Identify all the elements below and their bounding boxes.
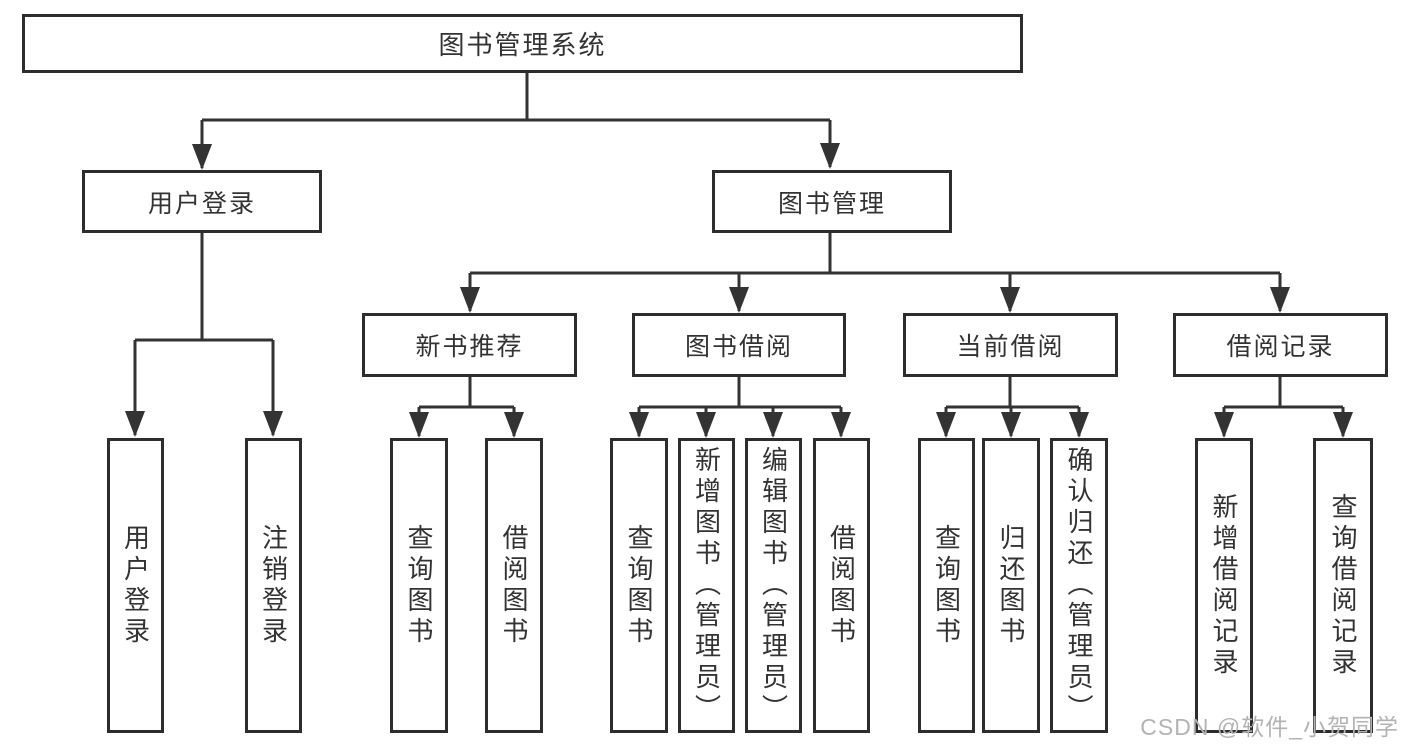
node-root-book-management-system: 图书管理系统: [22, 14, 1023, 73]
arrow-down-icon: [1333, 412, 1353, 438]
arrow-down-icon: [1069, 412, 1089, 438]
arrow-down-icon: [831, 412, 851, 438]
leaf-query-books-borrow: 查询图书: [610, 438, 668, 733]
node-label: 编辑图书（管理员）: [758, 446, 789, 725]
leaf-borrow-books: 借阅图书: [813, 438, 870, 733]
arrow-down-icon: [409, 412, 429, 438]
node-label: 用户登录: [147, 189, 256, 218]
arrow-down-icon: [125, 411, 145, 437]
node-label: 图书管理: [777, 189, 886, 218]
node-borrow-records: 借阅记录: [1173, 313, 1388, 377]
leaf-confirm-return-admin: 确认归还（管理员）: [1050, 438, 1108, 733]
leaf-edit-books-admin: 编辑图书（管理员）: [745, 438, 802, 733]
node-book-borrow: 图书借阅: [632, 313, 846, 377]
node-label: 新书推荐: [415, 333, 524, 361]
node-label: 确认归还（管理员）: [1064, 446, 1094, 725]
leaf-return-books: 归还图书: [982, 438, 1040, 733]
arrow-down-icon: [729, 287, 749, 313]
node-label: 当前借阅: [956, 333, 1065, 361]
node-label: 用户登录: [120, 523, 151, 648]
node-label: 注销登录: [258, 523, 289, 648]
connector-book-borrow-to-leaves: [629, 377, 851, 438]
connector-user-login-to-leaves: [125, 233, 283, 437]
connector-new-book-recommend-to-leaves: [409, 377, 524, 438]
connector-book-management-to-level3: [460, 233, 1290, 313]
arrow-down-icon: [763, 412, 783, 438]
arrow-down-icon: [192, 144, 212, 170]
leaf-query-books-recommend: 查询图书: [390, 438, 448, 733]
arrow-down-icon: [263, 411, 283, 437]
arrow-down-icon: [460, 287, 480, 313]
leaf-borrow-books-recommend: 借阅图书: [485, 438, 543, 733]
node-label: 图书借阅: [684, 333, 793, 361]
node-label: 查询借阅记录: [1328, 492, 1358, 679]
node-label: 图书管理系统: [438, 30, 607, 60]
csdn-watermark: CSDN @软件_小贺同学: [1140, 714, 1399, 740]
leaf-logout: 注销登录: [245, 438, 302, 733]
leaf-query-books-current: 查询图书: [918, 438, 975, 733]
arrow-down-icon: [629, 412, 649, 438]
arrow-down-icon: [820, 143, 840, 169]
arrow-down-icon: [1214, 412, 1234, 438]
arrow-down-icon: [1270, 287, 1290, 313]
node-user-login: 用户登录: [82, 170, 322, 233]
arrow-down-icon: [504, 412, 524, 438]
connector-root-to-level2: [192, 73, 840, 170]
leaf-user-login: 用户登录: [107, 438, 164, 733]
node-new-book-recommend: 新书推荐: [362, 313, 577, 377]
node-label: 查询图书: [931, 523, 962, 648]
node-label: 借阅图书: [499, 523, 529, 648]
node-label: 查询图书: [404, 523, 434, 648]
leaf-add-borrow-record: 新增借阅记录: [1195, 438, 1253, 733]
leaf-add-books-admin: 新增图书（管理员）: [678, 438, 735, 733]
connector-borrow-records-to-leaves: [1214, 377, 1353, 438]
node-label: 归还图书: [996, 523, 1026, 648]
arrow-down-icon: [696, 412, 716, 438]
node-label: 借阅图书: [826, 523, 857, 648]
connector-current-borrow-to-leaves: [936, 377, 1089, 438]
arrow-down-icon: [1000, 287, 1020, 313]
node-label: 查询图书: [624, 523, 654, 648]
node-label: 新增借阅记录: [1209, 492, 1239, 679]
arrow-down-icon: [1001, 412, 1021, 438]
node-book-management: 图书管理: [712, 170, 952, 233]
node-current-borrow: 当前借阅: [903, 313, 1118, 377]
arrow-down-icon: [936, 412, 956, 438]
node-label: 新增图书（管理员）: [691, 446, 722, 725]
leaf-query-borrow-record: 查询借阅记录: [1313, 438, 1373, 733]
node-label: 借阅记录: [1226, 333, 1335, 361]
